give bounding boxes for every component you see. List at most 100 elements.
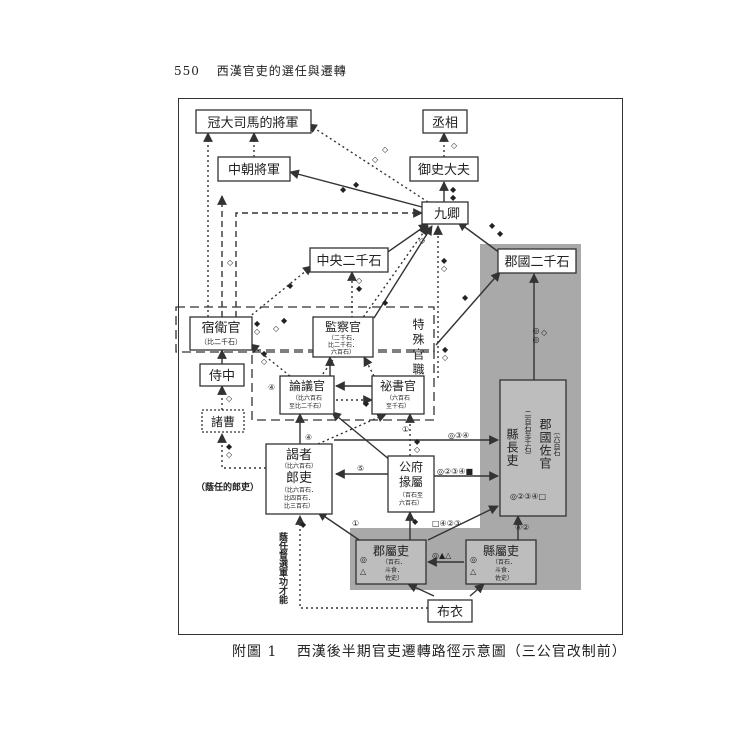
box-junguo-erqian bbox=[497, 248, 577, 274]
diamond-marker: ◆ bbox=[226, 442, 233, 451]
diamond-marker: ◇ bbox=[227, 258, 234, 267]
label-chengxiang: 丞相 bbox=[432, 116, 458, 131]
label-zuoguan-sub: 二百石至千石） bbox=[524, 410, 532, 459]
label-xianshuli-sub: 斗食． bbox=[495, 566, 513, 574]
mark-junshu-to-xian: ◎▲△ bbox=[432, 551, 452, 560]
edge-buyi-junshu bbox=[407, 583, 435, 597]
diamond-markers: ◇ ◇ ◇ ◆ ◆ ◆ ◆ ◆ ◆ ◇ ◆ ◇ ◇ ◆ ◇ ◆ ◆ ◆ ◇ ◆ … bbox=[226, 141, 548, 529]
mark-zuoguan-bottom: ◎②③④□ bbox=[510, 492, 546, 501]
diamond-marker: ◇ bbox=[261, 357, 268, 366]
label-junguo-erqian: 郡國二千石 bbox=[504, 255, 569, 270]
diamond-marker: ◆ bbox=[340, 185, 347, 194]
label-yezhe-sub: （比六百石） bbox=[281, 462, 317, 470]
diamond-marker: ◇ bbox=[451, 141, 458, 150]
figure-frame bbox=[178, 98, 623, 635]
box-junguo-zuoguan bbox=[499, 379, 567, 517]
box-lunyi bbox=[279, 375, 335, 415]
page-header: 550 西漢官吏的選任與遷轉 bbox=[174, 62, 347, 79]
label-jiancha: 監察官 bbox=[325, 319, 361, 334]
diamond-marker: ◆ bbox=[442, 345, 449, 354]
box-suwei bbox=[189, 316, 253, 351]
diamond-marker: ◇ bbox=[541, 328, 548, 337]
mark-zuoguan-in: ◎③④ bbox=[448, 431, 469, 440]
diamond-marker: ◆ bbox=[382, 298, 389, 307]
edge-jiancha-jiuqing bbox=[373, 225, 433, 319]
mark-yezhe: ④ bbox=[305, 433, 312, 442]
label-lunyi-sub: （比六百石 bbox=[292, 394, 322, 402]
label-mishu-sub: 至千石） bbox=[386, 402, 410, 410]
mark-gongfu-to-zuoguan: ◎②③④■ bbox=[437, 467, 473, 476]
label-lunyi-sub: 至比二千石） bbox=[289, 402, 325, 410]
box-chengxiang bbox=[422, 109, 468, 134]
diamond-marker: ◆ bbox=[254, 319, 261, 328]
box-zhongyang bbox=[309, 247, 389, 273]
box-zhucao bbox=[201, 409, 245, 433]
mark-junshu-tri: △ bbox=[360, 567, 367, 576]
label-zhongyang: 中央二千石 bbox=[316, 254, 381, 269]
diamond-marker: ◇ bbox=[419, 236, 426, 245]
edge-special-junguo bbox=[435, 271, 501, 346]
diamond-marker: ◆ bbox=[414, 437, 421, 446]
label-junshuli-sub: （百石． bbox=[382, 559, 406, 566]
label-guan-dasima: 冠大司馬的將軍 bbox=[207, 115, 298, 131]
edge-buyi-xianshu bbox=[469, 583, 485, 597]
diamond-marker: ◆ bbox=[287, 281, 294, 290]
edge-junguo-jiuqing bbox=[457, 221, 501, 254]
diamond-marker: ◇ bbox=[414, 445, 421, 454]
box-xianshuli bbox=[465, 539, 537, 585]
diamond-marker: ◇ bbox=[382, 145, 389, 154]
label-gongfu: 公府 bbox=[399, 459, 423, 474]
diamond-marker: ◆ bbox=[261, 349, 268, 358]
diamond-marker: ◆ bbox=[450, 193, 457, 202]
label-yuanshu-sub: （百石至 bbox=[399, 492, 423, 499]
diamond-marker: ◇ bbox=[254, 327, 261, 336]
edge-jiuqing-guan bbox=[307, 123, 429, 203]
label-special-posts: 特殊官職 bbox=[411, 317, 425, 378]
edges bbox=[203, 123, 539, 609]
mark-junshu-up: □④②③ bbox=[432, 519, 461, 528]
label-side-paths: 蔭任督選軍功才能 bbox=[277, 531, 289, 605]
diamond-marker: ◆ bbox=[441, 256, 448, 265]
page-number: 550 bbox=[174, 64, 200, 78]
diamond-marker: ◇ bbox=[226, 394, 233, 403]
mark-xianshu-tri: △ bbox=[470, 567, 477, 576]
diamond-marker: ◆ bbox=[353, 180, 360, 189]
edge-junshu-zuoguan bbox=[427, 505, 499, 541]
box-yezhe-langli bbox=[265, 443, 333, 515]
diamond-marker: ◆ bbox=[363, 399, 370, 408]
label-buyi: 布衣 bbox=[437, 604, 463, 620]
label-junshuli-sub: 佐史） bbox=[385, 574, 403, 582]
label-jiancha-sub: 比二千石． bbox=[328, 341, 358, 349]
label-junshuli-sub: 斗食． bbox=[385, 566, 403, 574]
diamond-marker: ◆ bbox=[489, 221, 496, 230]
label-suwei-sub: （比二千石） bbox=[200, 337, 242, 346]
figure-title: 西漢後半期官吏遷轉路徑示意圖（三公官改制前） bbox=[296, 644, 627, 660]
edge-yezhe-zhucao bbox=[217, 433, 266, 469]
label-shizhong: 侍中 bbox=[209, 369, 235, 384]
edge-suwei-zhongyang bbox=[247, 265, 313, 319]
box-jiancha bbox=[312, 316, 374, 358]
box-shizhong bbox=[199, 363, 245, 387]
box-gongfu bbox=[387, 455, 435, 513]
diamond-marker: ◆ bbox=[281, 316, 288, 325]
label-mishu-sub: （六百石 bbox=[386, 394, 410, 402]
diamond-marker: ◆ bbox=[300, 520, 307, 529]
edge-jiuqing-zhongchao bbox=[289, 169, 423, 208]
edge-gongfu-lunyi bbox=[331, 411, 391, 461]
diamond-marker: ◇ bbox=[441, 264, 448, 273]
mark-lunyi-left: ④ bbox=[268, 383, 275, 392]
label-xianzhangli: 縣長吏 bbox=[505, 428, 519, 467]
edge-lunyi-suwei bbox=[249, 343, 291, 377]
label-langli-sub: 比三百石） bbox=[284, 502, 314, 510]
node-boxes bbox=[189, 109, 577, 623]
mark-junguo: ◎◎ bbox=[532, 326, 541, 344]
edge-suwei-jiuqing bbox=[235, 208, 423, 317]
label-yuanshu-sub: 六百石） bbox=[399, 499, 423, 507]
mark-left-path: ① bbox=[352, 519, 359, 528]
mark-xianshu-up: ④② bbox=[515, 523, 529, 532]
label-yushi: 御史大夫 bbox=[418, 163, 470, 178]
label-langli: 郎吏 bbox=[286, 470, 312, 486]
mark-xianshu-circle: ◎ bbox=[470, 555, 477, 564]
diamond-marker: ◇ bbox=[372, 155, 379, 164]
